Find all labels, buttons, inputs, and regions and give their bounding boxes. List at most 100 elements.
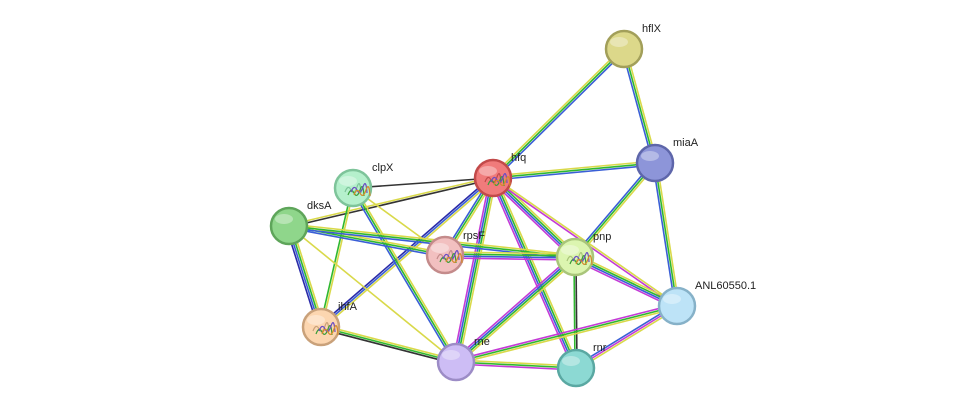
node-label-rpsf: rpsF — [463, 230, 485, 242]
edge-evidence-line — [492, 162, 656, 179]
edge-miaa-pnp — [572, 161, 658, 259]
edge-evidence-line — [457, 258, 578, 365]
node-highlight — [339, 176, 357, 186]
edge-evidence-line — [576, 307, 679, 371]
node-circle[interactable] — [436, 342, 476, 382]
edge-evidence-line — [321, 188, 355, 328]
edge-clpx-rne — [350, 186, 459, 364]
protein-structure-stroke — [321, 325, 339, 336]
protein-structure-stroke — [575, 255, 593, 266]
edge-evidence-line — [458, 178, 497, 363]
edge-anl60550-1-rnr — [574, 303, 679, 371]
node-hfq[interactable] — [473, 158, 513, 198]
node-label-hfq: hfq — [511, 152, 526, 164]
node-highlight — [479, 166, 497, 176]
edge-evidence-line — [654, 162, 678, 307]
edge-evidence-line — [320, 177, 494, 328]
edge-hfq-rne — [452, 177, 497, 363]
protein-structure-stroke — [445, 253, 463, 264]
node-rnr[interactable] — [556, 348, 596, 388]
edge-evidence-line — [456, 257, 577, 364]
protein-structure-stroke — [493, 176, 511, 187]
node-circle[interactable] — [269, 206, 309, 246]
node-miaa[interactable] — [635, 143, 675, 183]
node-label-dksa: dksA — [307, 200, 332, 212]
edge-evidence-line — [352, 187, 457, 363]
edge-evidence-line — [493, 164, 656, 181]
node-highlight — [442, 350, 460, 360]
edge-hfq-clpx — [352, 177, 494, 189]
edge-evidence-line — [455, 363, 576, 371]
node-label-rnr: rnr — [593, 342, 607, 354]
node-rpsf[interactable] — [425, 235, 465, 275]
edge-evidence-line — [321, 324, 457, 361]
edge-ihfa-rne — [320, 324, 457, 365]
protein-structure-icon — [484, 173, 511, 187]
edge-evidence-line — [288, 176, 493, 226]
edge-evidence-line — [623, 48, 656, 164]
edge-hfq-dksa — [288, 176, 494, 228]
edge-rpsf-pnp — [444, 251, 576, 261]
edge-evidence-line — [572, 161, 655, 257]
edge-evidence-line — [454, 177, 493, 362]
node-circle[interactable] — [635, 143, 675, 183]
edge-evidence-line — [575, 163, 658, 259]
protein-structure-stroke — [353, 186, 371, 197]
edge-evidence-line — [320, 328, 456, 365]
node-clpx[interactable] — [333, 168, 373, 208]
edge-evidence-line — [444, 255, 575, 259]
edge-evidence-line — [319, 187, 353, 327]
edge-evidence-line — [493, 49, 626, 180]
node-rne[interactable] — [436, 342, 476, 382]
node-label-pnp: pnp — [593, 231, 611, 243]
node-pnp[interactable] — [555, 237, 595, 277]
node-label-ihfa: ihfA — [338, 301, 358, 313]
edge-hfq-hflx — [491, 47, 626, 180]
node-label-clpx: clpX — [372, 162, 394, 174]
edge-evidence-line — [456, 359, 577, 367]
protein-structure-icon — [566, 252, 593, 266]
node-label-miaa: miaA — [673, 137, 699, 149]
edge-evidence-line — [288, 227, 445, 258]
edge-evidence-line — [574, 303, 677, 367]
edge-clpx-ihfa — [319, 187, 355, 328]
node-highlight — [663, 294, 681, 304]
edge-evidence-line — [492, 160, 655, 177]
node-label-anl60550-1: ANL60550.1 — [695, 280, 756, 292]
edge-evidence-line — [444, 257, 575, 261]
edge-evidence-line — [354, 186, 459, 362]
edge-hfq-miaa — [492, 160, 656, 181]
edge-evidence-line — [445, 251, 576, 255]
edge-evidence-line — [574, 162, 656, 258]
edge-evidence-line — [621, 49, 654, 164]
edge-evidence-line — [288, 225, 457, 363]
edges-layer — [285, 47, 680, 371]
edge-evidence-line — [493, 177, 578, 368]
node-highlight — [610, 37, 628, 47]
edge-pnp-rne — [453, 254, 578, 365]
node-ihfa[interactable] — [301, 307, 341, 347]
edge-evidence-line — [456, 307, 678, 365]
edge-miaa-anl60550-1 — [652, 162, 680, 307]
edge-evidence-line — [321, 178, 495, 330]
edge-evidence-line — [575, 305, 678, 369]
node-highlight — [431, 243, 449, 253]
node-anl60550-1[interactable] — [657, 286, 697, 326]
node-hflx[interactable] — [604, 29, 644, 69]
edge-evidence-line — [350, 188, 455, 364]
protein-structure-icon — [312, 322, 339, 336]
node-highlight — [561, 245, 579, 255]
edge-hflx-miaa — [621, 48, 658, 164]
node-circle[interactable] — [556, 348, 596, 388]
node-circle[interactable] — [604, 29, 644, 69]
node-circle[interactable] — [657, 286, 697, 326]
edge-evidence-line — [455, 361, 577, 369]
node-dksa[interactable] — [269, 206, 309, 246]
edge-anl60550-1-rne — [455, 303, 678, 365]
edge-evidence-line — [625, 48, 658, 163]
edge-evidence-line — [352, 177, 494, 189]
edge-evidence-line — [445, 253, 576, 257]
edge-evidence-line — [491, 47, 624, 178]
edge-rne-rnr — [455, 359, 577, 371]
